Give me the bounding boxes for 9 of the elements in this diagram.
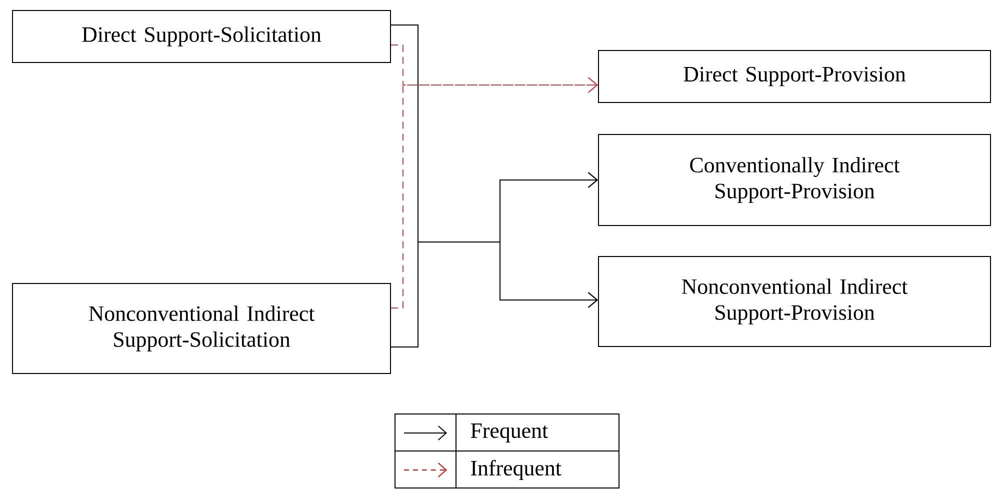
legend-label: Infrequent xyxy=(471,460,562,480)
text-box: Nonconventional Indirect Support-Solicitation xyxy=(12,283,391,374)
text-box: Conventionally Indirect Support-Provision xyxy=(598,134,991,226)
text-box: Direct Support-Solicitation xyxy=(12,10,391,63)
text-box: Direct Support-Provision xyxy=(598,50,991,103)
legend-label: Frequent xyxy=(470,423,548,442)
text-box: Nonconventional Indirect Support-Provision xyxy=(598,256,991,347)
arrow xyxy=(390,242,598,348)
arrow xyxy=(390,77,598,308)
